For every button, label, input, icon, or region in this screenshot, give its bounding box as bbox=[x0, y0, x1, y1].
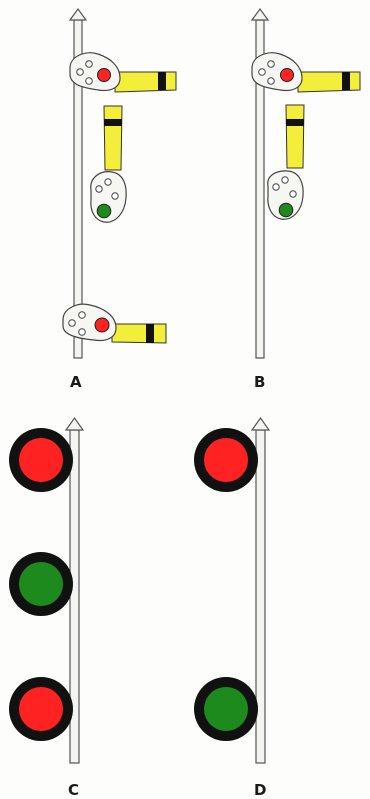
spectacle-hole-icon bbox=[268, 78, 275, 85]
spectacle-hole-icon bbox=[290, 191, 296, 197]
panel-label-a: A bbox=[70, 373, 82, 391]
colour-light-lamp-top bbox=[9, 428, 73, 492]
spectacle-hole-icon bbox=[273, 184, 279, 190]
red-lamp-icon bbox=[98, 69, 111, 82]
panel-label-b: B bbox=[254, 373, 265, 391]
spectacle-hole-icon bbox=[79, 329, 86, 336]
green-lamp-icon bbox=[204, 687, 248, 731]
panel-label-d: D bbox=[254, 781, 266, 799]
colour-light-lamp-top bbox=[194, 428, 258, 492]
green-lamp-icon bbox=[97, 204, 111, 218]
semaphore-arm-bottom bbox=[63, 304, 166, 343]
green-lamp-icon bbox=[19, 562, 63, 606]
panel-b: B bbox=[252, 9, 360, 391]
colour-light-lamp-middle bbox=[9, 552, 73, 616]
red-lamp-icon bbox=[204, 438, 248, 482]
panel-label-c: C bbox=[68, 781, 79, 799]
arm-band bbox=[104, 119, 122, 126]
spectacle-hole-icon bbox=[86, 78, 93, 85]
spectacle-hole-icon bbox=[79, 312, 86, 319]
spectacle-hole-icon bbox=[282, 177, 288, 183]
spectacle-hole-icon bbox=[259, 69, 266, 76]
semaphore-arm-top bbox=[70, 53, 176, 92]
panel-a: A bbox=[63, 9, 176, 391]
arm-band bbox=[342, 72, 350, 90]
red-lamp-icon bbox=[95, 318, 109, 332]
semaphore-arm-middle bbox=[268, 105, 304, 219]
arm-band bbox=[286, 119, 304, 126]
panel-d: D bbox=[194, 418, 269, 799]
arm-band bbox=[146, 324, 154, 343]
spectacle-hole-icon bbox=[105, 179, 111, 185]
spectacle-hole-icon bbox=[86, 61, 93, 68]
arm-band bbox=[158, 72, 166, 90]
semaphore-arm-top bbox=[252, 53, 360, 92]
colour-light-lamp-bottom bbox=[194, 677, 258, 741]
semaphore-arm-middle bbox=[91, 106, 126, 222]
green-lamp-icon bbox=[279, 203, 293, 217]
panel-c: C bbox=[9, 418, 83, 799]
red-lamp-icon bbox=[19, 438, 63, 482]
spectacle-hole-icon bbox=[69, 320, 76, 327]
spectacle-hole-icon bbox=[268, 61, 275, 68]
spectacle-hole-icon bbox=[112, 193, 118, 199]
red-lamp-icon bbox=[281, 69, 294, 82]
spectacle-hole-icon bbox=[77, 69, 84, 76]
red-lamp-icon bbox=[19, 687, 63, 731]
colour-light-lamp-bottom bbox=[9, 677, 73, 741]
spectacle-hole-icon bbox=[96, 186, 102, 192]
